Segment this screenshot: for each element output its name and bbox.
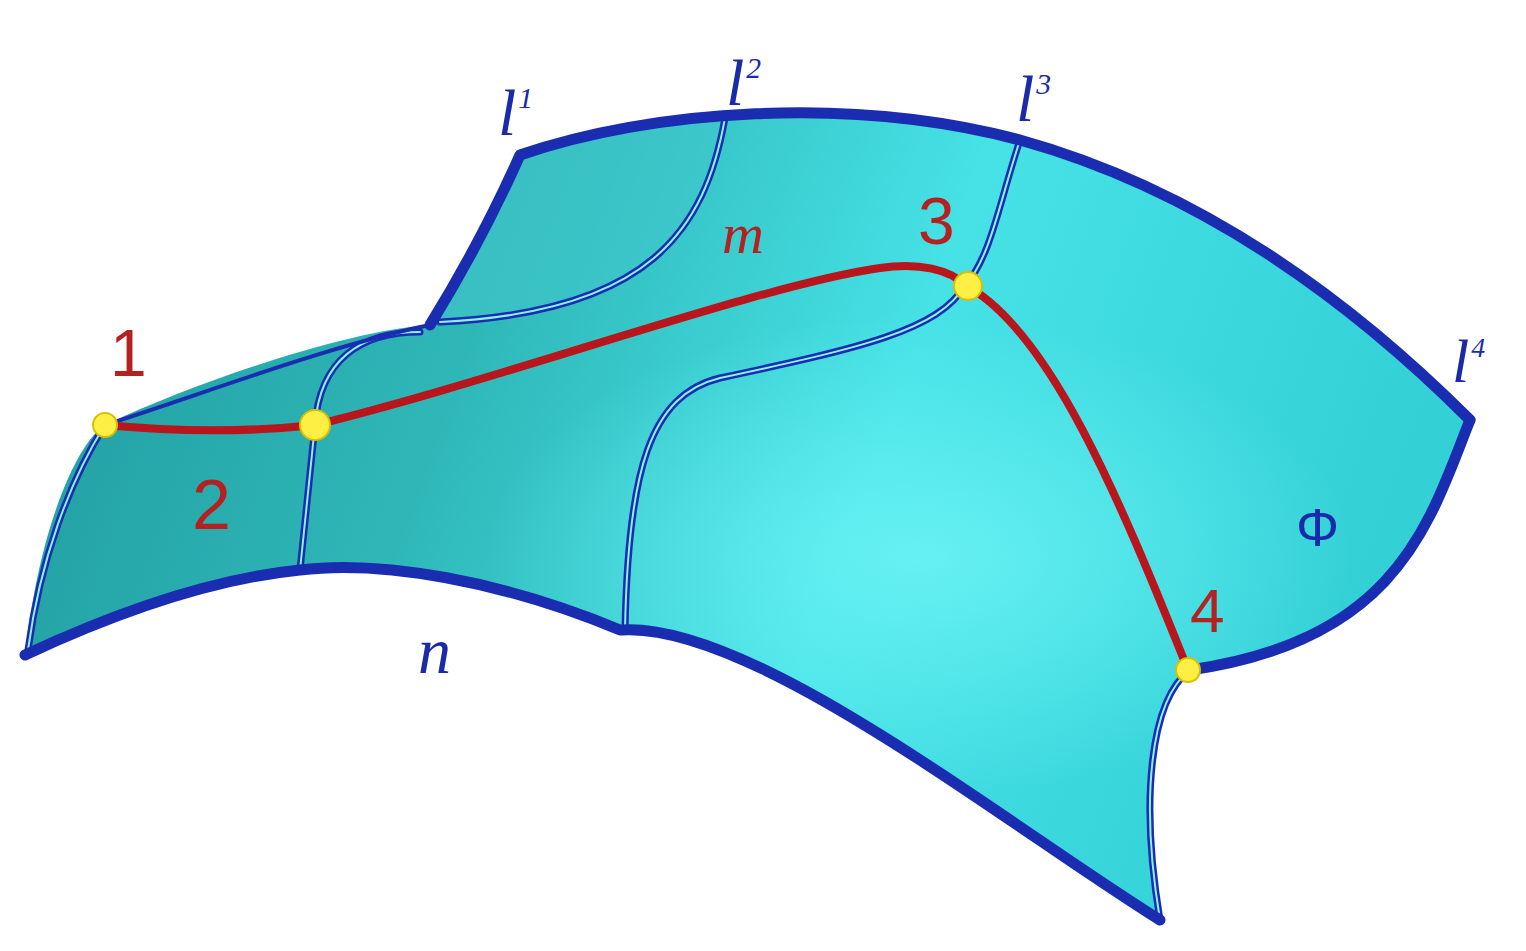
line-label: l2 bbox=[726, 50, 761, 116]
curve-label: m bbox=[722, 205, 764, 263]
line-label: l3 bbox=[1016, 66, 1051, 132]
point-number: 2 bbox=[192, 470, 231, 540]
surface-label: Φ bbox=[1296, 500, 1339, 554]
point-number: 4 bbox=[1190, 580, 1224, 642]
line-label: n bbox=[418, 618, 451, 684]
point-number: 3 bbox=[918, 188, 955, 254]
line-label: l1 bbox=[498, 80, 533, 146]
line-label: l4 bbox=[1452, 330, 1485, 392]
point-number: 1 bbox=[110, 320, 147, 386]
